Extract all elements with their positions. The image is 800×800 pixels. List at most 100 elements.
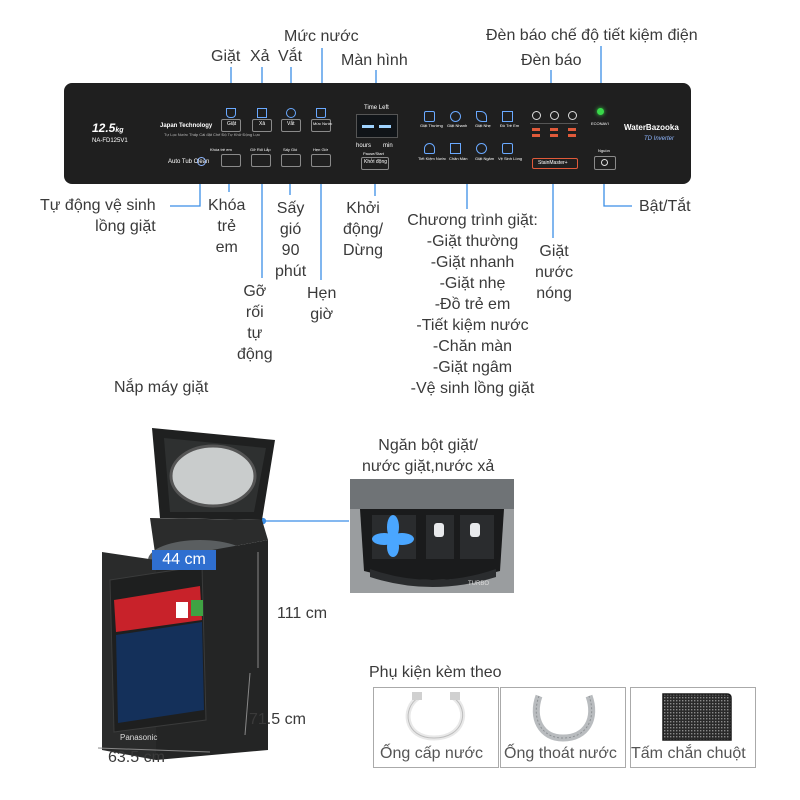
air-dry-button[interactable]	[281, 154, 301, 167]
start-stop-button-label: Khởi động	[364, 159, 388, 165]
indicator-light-3	[568, 111, 577, 120]
accessory-inlet-hose	[373, 687, 499, 768]
accessory-mouse-guard	[630, 687, 756, 768]
label-khoi-dong: Khởi động/ Dừng	[343, 200, 384, 259]
program-normal-label[interactable]: Giặt Thường	[420, 123, 443, 128]
dimension-depth: 71.5 cm	[249, 711, 306, 728]
dispenser-photo: TURBO	[350, 479, 514, 593]
stainmaster-button-label: StainMaster+	[538, 160, 568, 166]
hours-text: hours	[356, 143, 372, 149]
water-level-button-label: Mức Nước	[313, 121, 333, 126]
label-say-gio: Sấy gió 90 phút	[275, 200, 307, 280]
rinse-button-label: Xả	[259, 121, 266, 127]
spin-icon	[286, 108, 296, 118]
econavi-led	[597, 108, 604, 115]
brand-text: WaterBazooka	[624, 123, 679, 132]
dimension-width: 63.5 cm	[108, 749, 165, 766]
program-soak-label[interactable]: Giặt Ngâm	[475, 156, 495, 161]
accessory-drain-hose	[500, 687, 626, 768]
label-ngan-bot: Ngăn bột giặt/ nước giặt,nước xả	[362, 437, 495, 475]
control-panel: 12.5kg NA-FD125V1 Japan Technology Tự Lọ…	[64, 83, 691, 184]
program-list-title: Chương trình giặt:	[407, 212, 538, 229]
child-lock-button-label: Khóa trẻ em	[210, 147, 232, 152]
model-number: NA-FD125V1	[92, 138, 128, 144]
label-den-bao-tiet-kiem: Đèn báo chế độ tiết kiệm điện	[486, 27, 698, 44]
mouse-guard-icon	[662, 693, 732, 741]
label-giat-nuoc-nong: Giặt nước nóng	[535, 243, 574, 302]
program-soak-icon	[476, 143, 487, 154]
auto-tub-clean-text: Auto Tub Clean	[168, 159, 210, 165]
program-tubclean-icon	[502, 143, 513, 154]
drain-hose-icon	[532, 694, 596, 742]
time-left-text: Time Left	[364, 105, 389, 111]
indicator-light-1	[532, 111, 541, 120]
program-baby-label[interactable]: Đồ Trẻ Em	[500, 123, 520, 128]
program-blanket-label[interactable]: Chăn Màn	[449, 156, 468, 161]
japan-technology: Japan Technology	[160, 123, 213, 129]
pause-start-text: Pause/Start	[363, 151, 384, 156]
label-tu-dong-ve-sinh: Tự động vệ sinh lồng giặt	[40, 197, 156, 235]
tangle-button-label: Gỡ Rối Lắp	[250, 147, 271, 152]
accessory-label: Ống thoát nước	[504, 745, 617, 762]
capacity-value: 12.5	[92, 121, 116, 135]
econavi-text: ECONAVI	[591, 121, 609, 126]
dimension-height: 111 cm	[277, 605, 328, 622]
washing-machine: Panasonic	[102, 428, 275, 760]
wash-button[interactable]	[221, 119, 241, 132]
program-item: -Giặt nhẹ	[439, 275, 506, 292]
program-item: -Đồ trẻ em	[434, 296, 511, 313]
program-item: -Vệ sinh lồng giặt	[410, 380, 535, 397]
stainmaster-button[interactable]	[532, 158, 578, 169]
turbo-text: TURBO	[468, 581, 489, 587]
program-quick-label[interactable]: Giặt Nhanh	[447, 123, 468, 128]
program-quick-icon	[450, 111, 461, 122]
label-hen-gio: Hẹn giờ	[307, 285, 337, 323]
program-delicate-icon	[476, 111, 487, 122]
inverter-text: TD Inverter	[644, 136, 675, 142]
accessories-title: Phụ kiện kèm theo	[369, 664, 502, 681]
water-level-button[interactable]	[311, 119, 331, 132]
wash-button-label: Giặt	[227, 121, 237, 127]
program-delicate-label[interactable]: Giặt Nhẹ	[475, 123, 491, 128]
tangle-button[interactable]	[251, 154, 271, 167]
start-stop-button[interactable]	[361, 157, 389, 170]
program-item: -Giặt nhanh	[430, 254, 515, 271]
power-icon	[601, 159, 608, 166]
indicator-light-rows	[530, 123, 578, 142]
water-level-icon	[316, 108, 326, 118]
display-screen	[356, 114, 398, 138]
accessory-label: Ống cấp nước	[380, 745, 484, 762]
power-button[interactable]	[594, 156, 616, 170]
label-khoa-tre-em: Khóa trẻ em	[208, 197, 246, 256]
label-vat: Vắt	[278, 48, 303, 65]
child-lock-button[interactable]	[221, 154, 241, 167]
dimension-top-width: 44 cm	[152, 550, 216, 570]
program-baby-icon	[502, 111, 513, 122]
program-item: -Tiết kiệm nước	[416, 317, 529, 334]
program-tubclean-label[interactable]: Vệ Sinh Lồng	[498, 156, 523, 161]
air-dry-button-label: Sấy Gió	[283, 147, 298, 152]
accessory-label: Tấm chắn chuột	[631, 745, 746, 762]
min-text: min	[383, 143, 393, 149]
rinse-button[interactable]	[252, 119, 272, 132]
wash-icon	[226, 108, 236, 118]
capacity-unit: kg	[115, 127, 124, 134]
label-go-roi: Gỡ rối tự động	[237, 283, 273, 363]
program-list: Chương trình giặt: -Giặt thường -Giặt nh…	[400, 210, 545, 399]
label-nap-may: Nắp máy giặt	[114, 379, 209, 396]
program-eco-label[interactable]: Tiết Kiệm Nước	[418, 156, 447, 161]
rinse-icon	[257, 108, 267, 118]
inlet-hose-icon	[405, 692, 466, 741]
japan-sub: Tự Lọc Nước Thấp Cài đặt Chế Độ Tự Khử Đ…	[164, 132, 261, 137]
program-blanket-icon	[450, 143, 461, 154]
timer-button[interactable]	[311, 154, 331, 167]
spin-button[interactable]	[281, 119, 301, 132]
label-giat: Giặt	[211, 48, 241, 65]
indicator-light-2	[550, 111, 559, 120]
auto-tub-clean-icon[interactable]	[197, 157, 206, 166]
program-item: -Giặt ngâm	[432, 359, 513, 376]
spin-button-label: Vắt	[287, 121, 295, 127]
timer-button-label: Hẹn Giờ	[313, 147, 329, 152]
label-man-hinh: Màn hình	[341, 52, 408, 69]
